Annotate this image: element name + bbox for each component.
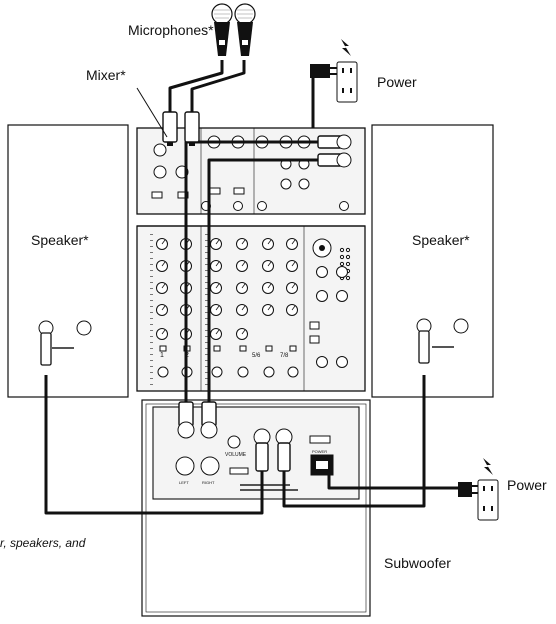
- meter-led: [345, 254, 351, 260]
- mixer-rear-switch: [177, 191, 189, 199]
- meter-led: [345, 247, 351, 253]
- subwoofer-power-label: POWER: [312, 449, 327, 454]
- xlr-connector-icon: [184, 111, 200, 143]
- mixer-channel-1-label: 1: [160, 352, 164, 359]
- mic1-cable: [168, 60, 224, 118]
- mixer-master-knob: [316, 290, 328, 302]
- microphones: [211, 3, 256, 56]
- meter-led: [345, 275, 351, 281]
- mixer-master-button-2: [309, 335, 320, 344]
- mixer-rear-knob: [339, 201, 349, 211]
- mixer-channel-button: [213, 345, 221, 352]
- power-outlet-icon: [336, 61, 358, 103]
- power-outlet-top: [310, 39, 358, 103]
- mixer-label: Mixer*: [86, 67, 126, 83]
- mixer-rear-jack: [153, 143, 167, 157]
- mixer-channel-button: [289, 345, 297, 352]
- subwoofer-left-input: [175, 456, 195, 476]
- left-speaker-cabinet: [7, 124, 129, 398]
- subwoofer-left-label: LEFT: [179, 480, 189, 485]
- meter-led: [339, 247, 345, 253]
- sub-to-left-speaker-cable: [44, 375, 264, 515]
- mixer-master-knob: [336, 356, 348, 368]
- mixer-channel-level-knob: [237, 366, 249, 378]
- subwoofer-voltage-label: [309, 435, 331, 444]
- power-right-label: Power: [507, 477, 547, 493]
- mixer-channel-level-knob: [211, 366, 223, 378]
- mixer-leader-line: [136, 87, 168, 138]
- footnote-text: r, speakers, and: [0, 536, 86, 550]
- mixer: 1 2 5/6 7/8: [136, 127, 366, 392]
- sub-power-cord: [327, 475, 465, 490]
- mixer-right-out-cable: [207, 158, 350, 405]
- mixer-channel-level-knob: [263, 366, 275, 378]
- subwoofer-ground-switch: [229, 467, 249, 475]
- speaker-left-label: Speaker*: [31, 232, 89, 248]
- mixer-channel-button: [265, 345, 273, 352]
- meter-led: [339, 254, 345, 260]
- meter-led: [339, 261, 345, 267]
- speaker-right-label: Speaker*: [412, 232, 470, 248]
- mixer-master-knob: [316, 266, 328, 278]
- right-speaker-cabinet: [371, 124, 494, 398]
- mixer-rear-jack: [153, 165, 167, 179]
- mixer-knob-grid: [150, 226, 305, 391]
- sub-to-right-speaker-cable: [282, 375, 426, 508]
- power-plug-icon: [458, 482, 472, 497]
- mixer-channel-button: [239, 345, 247, 352]
- mixer-master-knob: [336, 290, 348, 302]
- left-speaker-thru-jack: [76, 320, 92, 336]
- xlr-connectors: [38, 111, 432, 472]
- xlr-connector-icon: [162, 111, 178, 143]
- mixer-channel-level-knob: [157, 366, 169, 378]
- mixer-channel-button: [159, 345, 167, 352]
- mixer-master-knob: [336, 266, 348, 278]
- meter-led: [345, 261, 351, 267]
- right-speaker: [371, 124, 494, 398]
- hazard-bolt-icon: [483, 458, 493, 475]
- mixer-rear-switch: [233, 187, 245, 195]
- power-outlet-icon: [477, 479, 499, 521]
- microphone-icon: [234, 3, 256, 56]
- left-speaker-input-label-bar: [52, 347, 74, 349]
- subwoofer-right-input: [200, 456, 220, 476]
- power-outlet-right: [458, 458, 499, 521]
- mixer-rear-jack: [280, 178, 292, 190]
- right-speaker-input-label-bar: [432, 346, 454, 348]
- left-speaker: [7, 124, 129, 398]
- mixer-rear-jack: [298, 178, 310, 190]
- mixer-rear-switch: [151, 191, 163, 199]
- mixer-level-meter: [316, 247, 351, 368]
- mixer-channel-56-label: 5/6: [252, 353, 261, 359]
- mixer-master-button-1: [309, 321, 320, 330]
- mixer-channel-level-knob: [287, 366, 299, 378]
- hazard-bolt-icon: [341, 39, 351, 56]
- subwoofer-volume-knob: [227, 435, 241, 449]
- right-speaker-thru-jack: [453, 318, 469, 334]
- power-top-label: Power: [377, 74, 417, 90]
- subwoofer-label: Subwoofer: [384, 555, 451, 571]
- microphone-icon: [211, 3, 233, 56]
- power-plug-icon: [310, 64, 330, 78]
- subwoofer-volume-label: VOLUME: [225, 452, 247, 458]
- mic2-cable: [190, 60, 246, 118]
- microphones-label: Microphones*: [128, 22, 214, 38]
- subwoofer-right-label: RIGHT: [202, 480, 215, 485]
- mixer-master-knob: [316, 356, 328, 368]
- mixer-rear-knob: [233, 201, 243, 211]
- mixer-channel-78-label: 7/8: [280, 353, 289, 359]
- mixer-rear-switch: [209, 187, 221, 195]
- mixer-rear-knob: [257, 201, 267, 211]
